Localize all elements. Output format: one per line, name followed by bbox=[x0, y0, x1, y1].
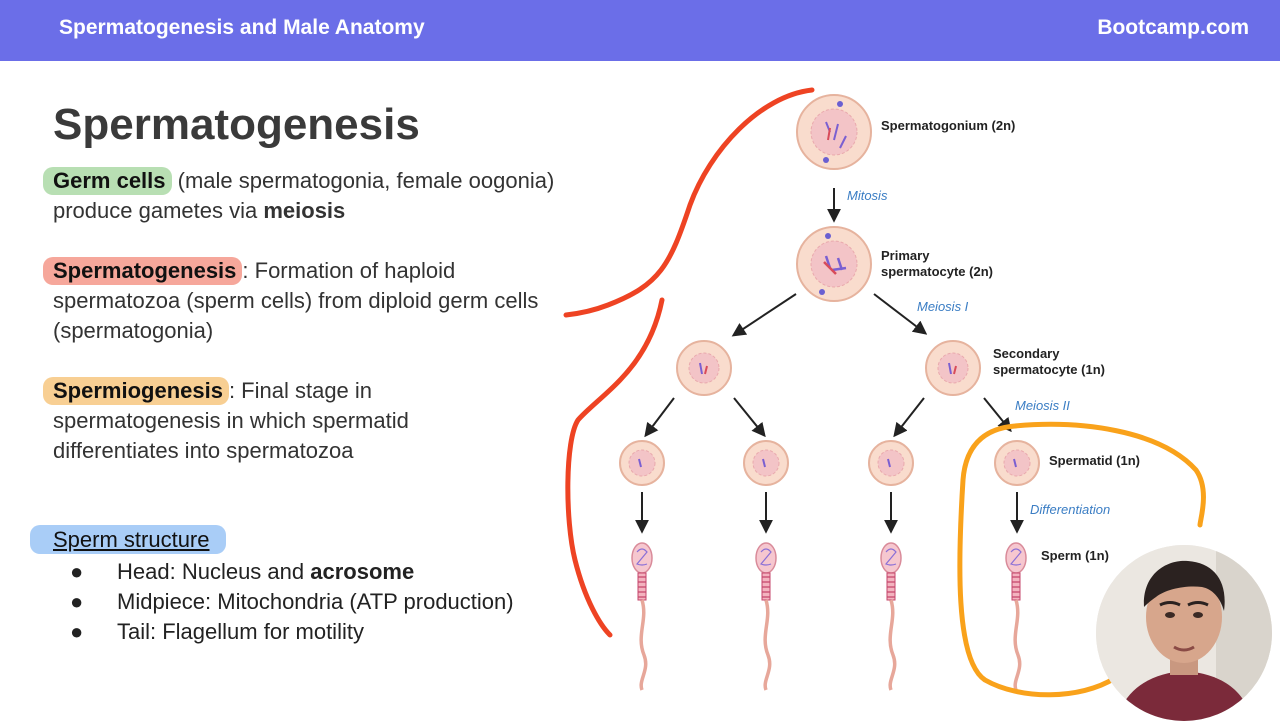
secondary-spermatocyte-label-line1: Secondary bbox=[993, 346, 1060, 361]
sperm-structure-title: Sperm structure bbox=[30, 525, 226, 554]
diagram-arrows bbox=[635, 188, 1024, 534]
spermatogenesis-term: Spermatogenesis bbox=[43, 257, 243, 285]
head-text: Head: Nucleus and bbox=[117, 559, 311, 584]
bullet-icon: ● bbox=[70, 589, 84, 614]
meiosis-term: meiosis bbox=[263, 198, 346, 223]
slide-heading: Spermatogenesis bbox=[53, 100, 420, 149]
sperm-cell bbox=[630, 541, 654, 692]
red-annotation-stroke bbox=[563, 87, 815, 638]
meiosis-ii-label: Meiosis II bbox=[1015, 398, 1070, 413]
spermatogenesis-text: : Formation of haploid spermatozoa (sper… bbox=[53, 258, 539, 343]
spermatogonium-cell bbox=[796, 94, 872, 170]
meiosis-i-label: Meiosis I bbox=[917, 299, 969, 314]
sperm-structure-list: ● Head: Nucleus and acrosome ● Midpiece: M… bbox=[70, 557, 514, 647]
sperm-structure-heading: Sperm structure bbox=[30, 525, 226, 554]
sperm-cell bbox=[1004, 541, 1028, 692]
secondary-spermatocyte-cell bbox=[925, 340, 981, 396]
midpiece-text: Midpiece: Mitochondria (ATP production) bbox=[117, 589, 514, 614]
spermiogenesis-term: Spermiogenesis bbox=[43, 377, 229, 405]
germ-cells-term: Germ cells bbox=[43, 167, 172, 195]
mitosis-label: Mitosis bbox=[847, 188, 888, 203]
spermatid-cell bbox=[743, 440, 789, 486]
primary-spermatocyte-label-line1: Primary bbox=[881, 248, 930, 263]
list-item: ● Tail: Flagellum for motility bbox=[70, 617, 514, 647]
spermatid-cell bbox=[868, 440, 914, 486]
spermatogonium-label: Spermatogonium (2n) bbox=[881, 118, 1016, 133]
presenter-avatar bbox=[1096, 545, 1272, 721]
bullet-icon: ● bbox=[70, 619, 84, 644]
primary-spermatocyte-label-line2: spermatocyte (2n) bbox=[881, 264, 993, 279]
spermatid-label: Spermatid (1n) bbox=[1049, 453, 1141, 468]
spermatogenesis-paragraph: Spermatogenesis: Formation of haploid sp… bbox=[43, 256, 573, 346]
brand-name: Bootcamp.com bbox=[1097, 16, 1249, 39]
acrosome-term: acrosome bbox=[310, 559, 415, 584]
sperm-label: Sperm (1n) bbox=[1041, 548, 1109, 563]
primary-spermatocyte-cell bbox=[796, 226, 872, 302]
orange-annotation-loop bbox=[957, 421, 1206, 698]
spermiogenesis-text: : Final stage in spermatogenesis in whic… bbox=[53, 378, 409, 463]
list-item: ● Head: Nucleus and acrosome bbox=[70, 557, 514, 587]
spermiogenesis-paragraph: Spermiogenesis: Final stage in spermatog… bbox=[43, 376, 493, 466]
list-item: ● Midpiece: Mitochondria (ATP production) bbox=[70, 587, 514, 617]
bullet-icon: ● bbox=[70, 559, 84, 584]
sperm-cell bbox=[879, 541, 903, 692]
presentation-title: Spermatogenesis and Male Anatomy bbox=[59, 16, 425, 39]
spermatid-cell bbox=[619, 440, 665, 486]
spermatid-cell bbox=[994, 440, 1040, 486]
header-bar: Spermatogenesis and Male Anatomy Bootcam… bbox=[0, 0, 1280, 61]
sperm-cell bbox=[754, 541, 778, 692]
tail-text: Tail: Flagellum for motility bbox=[117, 619, 364, 644]
differentiation-label: Differentiation bbox=[1030, 502, 1111, 517]
germ-cells-text: (male spermatogonia, female oogonia) pro… bbox=[53, 168, 555, 223]
presenter-webcam bbox=[1096, 545, 1272, 721]
secondary-spermatocyte-label-line2: spermatocyte (1n) bbox=[993, 362, 1105, 377]
secondary-spermatocyte-cell bbox=[676, 340, 732, 396]
germ-cells-paragraph: Germ cells (male spermatogonia, female o… bbox=[43, 166, 573, 226]
